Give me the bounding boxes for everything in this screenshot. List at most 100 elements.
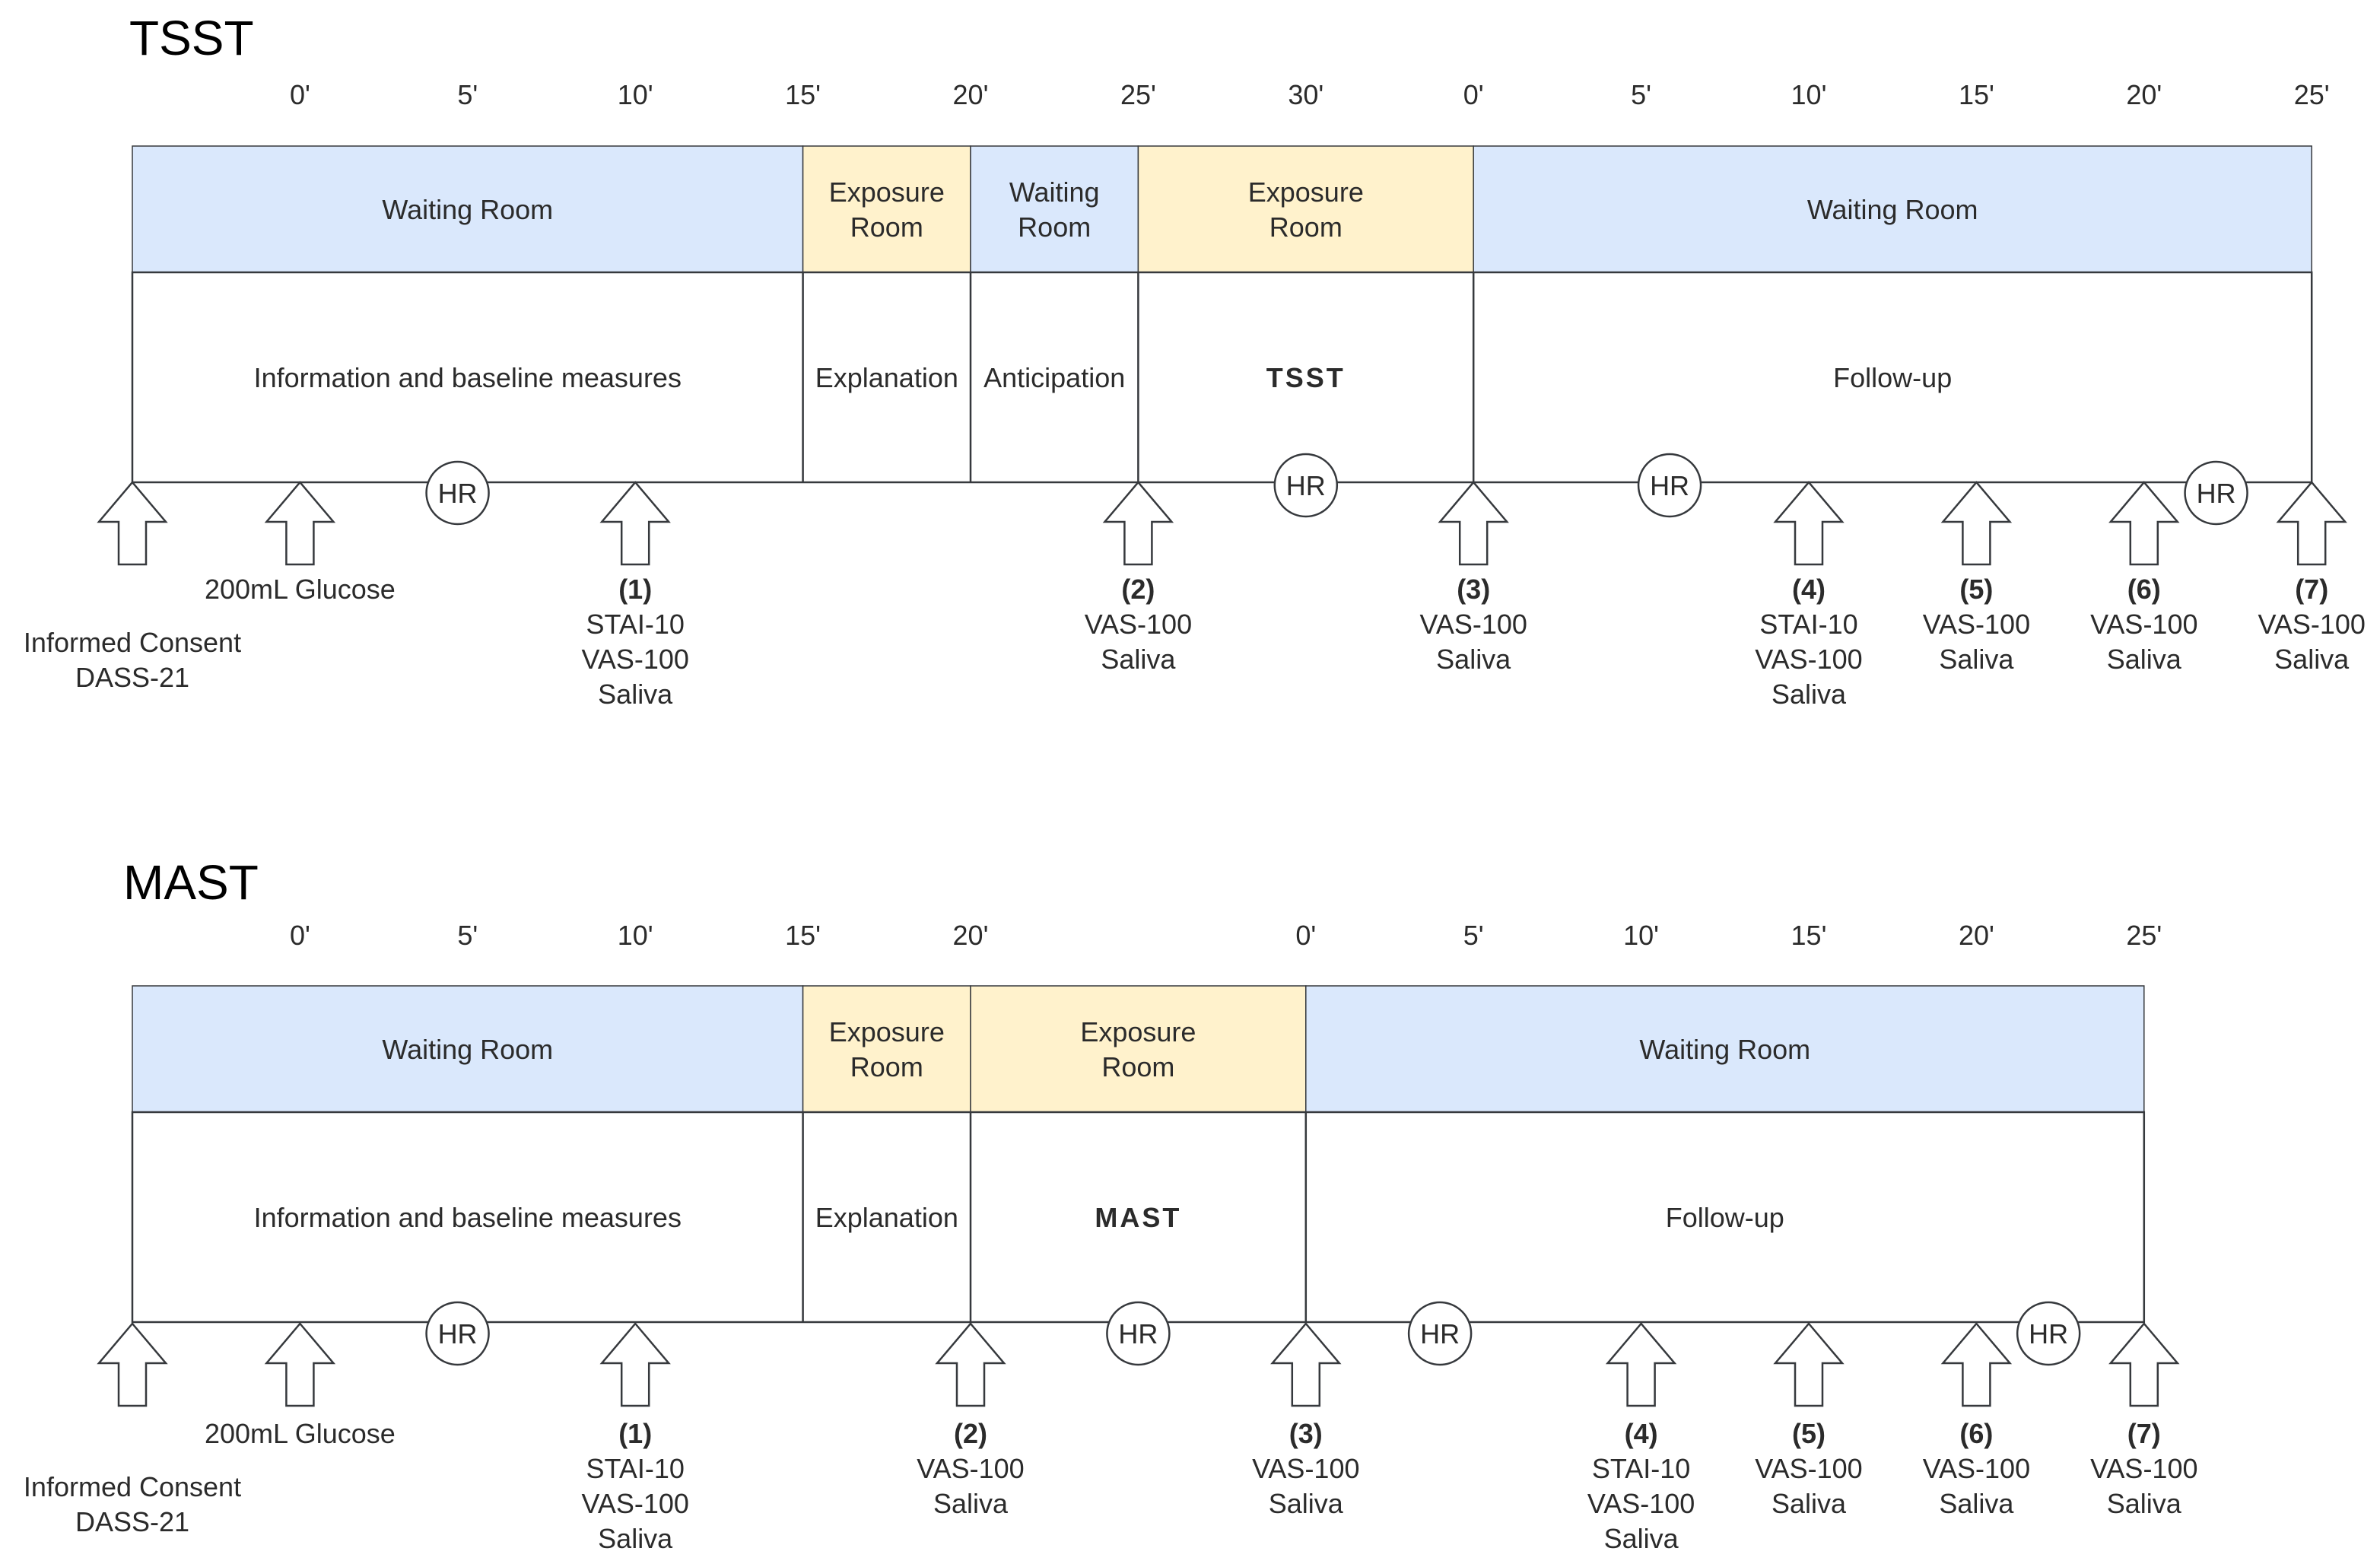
time-tick-label: 15': [1959, 79, 1994, 110]
room-label: Waiting Room: [1807, 194, 1978, 225]
measure-label: VAS-100: [1085, 609, 1192, 640]
measure-label: STAI-10: [1592, 1453, 1690, 1484]
up-arrow-icon: [1102, 481, 1174, 566]
up-arrow-icon: [1940, 481, 2013, 566]
room-label: Room: [1269, 211, 1343, 243]
hr-circle-icon: [2184, 460, 2248, 526]
measure-number: (3): [1457, 574, 1490, 605]
measure-number: (6): [1959, 1418, 1993, 1449]
measure-number: (4): [1625, 1418, 1658, 1449]
up-arrow-icon: [2108, 481, 2180, 566]
time-tick-label: 25': [1120, 79, 1156, 110]
up-arrow-icon: [1773, 481, 1845, 566]
time-tick-label: 0': [1295, 920, 1316, 951]
hr-circle-icon: [1407, 1301, 1473, 1366]
measure-label: Saliva: [2107, 644, 2182, 675]
measure-label: Informed Consent: [24, 627, 241, 658]
measure-label: Saliva: [598, 1523, 673, 1554]
time-tick-label: 5': [457, 920, 478, 951]
room-block-waiting: [132, 145, 804, 273]
time-tick-label: 10': [1623, 920, 1659, 951]
hr-label: HR: [438, 1318, 478, 1349]
activity-label: Follow-up: [1833, 362, 1952, 393]
activity-label: Information and baseline measures: [254, 1202, 682, 1233]
measure-label: DASS-21: [75, 1506, 189, 1537]
measure-label: 200mL Glucose: [205, 1418, 396, 1449]
room-label: Room: [1101, 1051, 1174, 1082]
hr-label: HR: [1286, 470, 1326, 501]
panel-title: MAST: [123, 855, 259, 910]
room-label: Waiting: [1009, 176, 1100, 208]
activity-label: Explanation: [815, 1202, 958, 1233]
room-label: Exposure: [1080, 1016, 1196, 1047]
measure-label: Saliva: [1771, 679, 1847, 710]
room-label: Exposure: [829, 1016, 945, 1047]
up-arrow-icon: [599, 481, 671, 566]
stress-task-label: TSST: [1266, 362, 1346, 393]
hr-circle-icon: [425, 1301, 490, 1366]
room-label: Room: [850, 211, 923, 243]
measure-label: VAS-100: [1252, 1453, 1359, 1484]
hr-label: HR: [1650, 470, 1689, 501]
measure-label: Saliva: [2107, 1488, 2182, 1519]
time-tick-label: 10': [618, 79, 653, 110]
measure-number: (5): [1792, 1418, 1826, 1449]
measure-label: STAI-10: [1759, 609, 1857, 640]
room-label: Room: [850, 1051, 923, 1082]
measure-label: Saliva: [1604, 1523, 1679, 1554]
hr-label: HR: [1420, 1318, 1460, 1349]
up-arrow-icon: [2276, 481, 2347, 566]
measure-label: Saliva: [598, 679, 673, 710]
time-tick-label: 25': [2294, 79, 2330, 110]
room-block-exposure: [1137, 145, 1474, 273]
measure-number: (7): [2295, 574, 2328, 605]
time-tick-label: 5': [457, 79, 478, 110]
measure-label: VAS-100: [917, 1453, 1024, 1484]
measure-label: VAS-100: [581, 1488, 688, 1519]
measure-number: (7): [2127, 1418, 2161, 1449]
stress-task-label: MAST: [1095, 1202, 1181, 1233]
measure-label: VAS-100: [581, 644, 688, 675]
activity-label: Explanation: [815, 362, 958, 393]
measure-label: VAS-100: [2090, 1453, 2197, 1484]
room-label: Room: [1018, 211, 1091, 243]
hr-circle-icon: [1106, 1301, 1171, 1366]
room-label: Exposure: [1248, 176, 1364, 208]
hr-label: HR: [2029, 1318, 2068, 1349]
up-arrow-icon: [97, 1322, 168, 1407]
measure-label: DASS-21: [75, 662, 189, 693]
up-arrow-icon: [935, 1322, 1006, 1407]
time-tick-label: 5': [1631, 79, 1651, 110]
measure-label: Saliva: [933, 1488, 1009, 1519]
time-tick-label: 0': [1463, 79, 1484, 110]
measure-label: Saliva: [1101, 644, 1176, 675]
up-arrow-icon: [1438, 481, 1509, 566]
room-block-exposure: [970, 985, 1307, 1113]
measure-label: VAS-100: [1419, 609, 1527, 640]
measure-label: Informed Consent: [24, 1471, 241, 1502]
time-tick-label: 10': [618, 920, 653, 951]
room-block-exposure: [802, 145, 971, 273]
time-tick-label: 10': [1791, 79, 1827, 110]
measure-number: (4): [1792, 574, 1826, 605]
time-tick-label: 30': [1288, 79, 1323, 110]
hr-circle-icon: [1273, 453, 1339, 518]
time-tick-label: 0': [290, 920, 310, 951]
up-arrow-icon: [1270, 1322, 1342, 1407]
time-tick-label: 20': [2126, 79, 2162, 110]
room-label: Waiting Room: [382, 194, 553, 225]
time-tick-label: 20': [953, 920, 989, 951]
up-arrow-icon: [264, 481, 336, 566]
activity-label: Information and baseline measures: [254, 362, 682, 393]
measure-label: Saliva: [1939, 1488, 2014, 1519]
panel-title: TSST: [129, 11, 254, 65]
measure-number: (6): [2127, 574, 2161, 605]
measure-label: VAS-100: [1755, 1453, 1862, 1484]
hr-label: HR: [438, 478, 478, 509]
measure-label: STAI-10: [586, 1453, 685, 1484]
up-arrow-icon: [1773, 1322, 1845, 1407]
time-tick-label: 25': [2126, 920, 2162, 951]
time-tick-label: 20': [953, 79, 989, 110]
room-block-waiting: [1473, 145, 2312, 273]
